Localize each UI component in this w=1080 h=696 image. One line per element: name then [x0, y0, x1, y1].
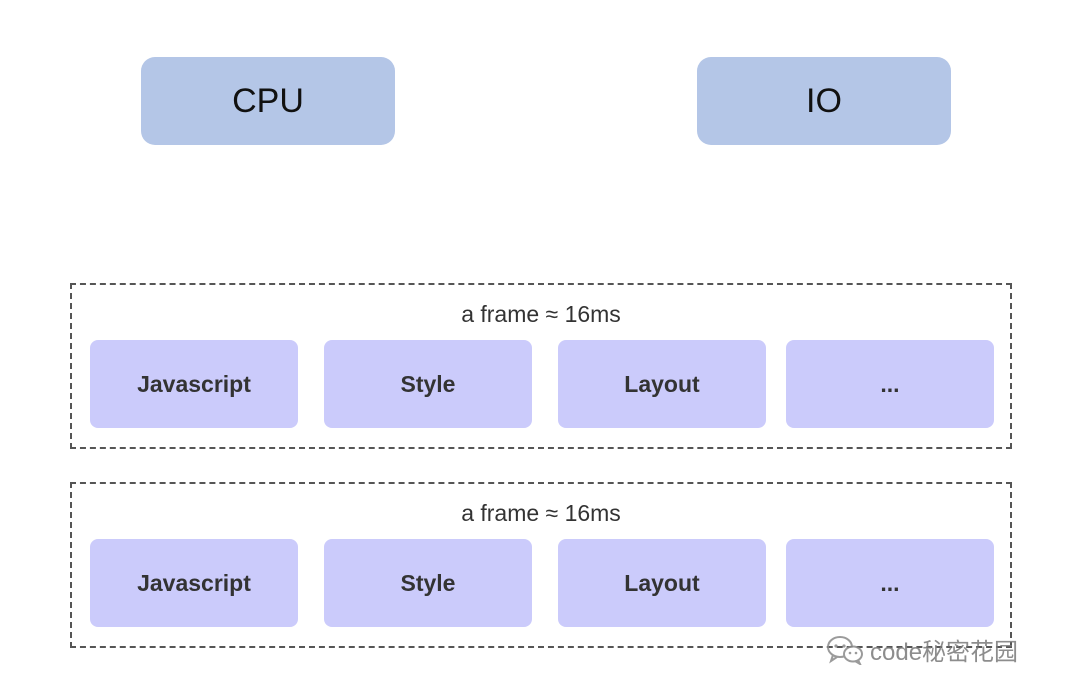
- cpu-box: CPU: [141, 57, 395, 145]
- io-label: IO: [806, 81, 842, 120]
- stage-label: ...: [880, 569, 900, 596]
- frame-group: a frame ≈ 16ms Javascript Style Layout .…: [70, 283, 1012, 449]
- frame-label: a frame ≈ 16ms: [461, 301, 621, 327]
- stage-more: ...: [786, 340, 994, 428]
- stage-javascript: Javascript: [90, 539, 298, 627]
- stage-label: Layout: [624, 569, 700, 596]
- io-box: IO: [697, 57, 951, 145]
- stage-style: Style: [324, 539, 532, 627]
- stage-label: Javascript: [137, 569, 251, 596]
- stage-label: Style: [400, 569, 456, 596]
- stage-more: ...: [786, 539, 994, 627]
- stage-layout: Layout: [558, 539, 766, 627]
- stage-label: Style: [400, 370, 456, 397]
- watermark-text: code秘密花园: [870, 639, 1019, 666]
- stage-javascript: Javascript: [90, 340, 298, 428]
- stage-layout: Layout: [558, 340, 766, 428]
- stage-label: Javascript: [137, 370, 251, 397]
- wechat-icon: [826, 635, 864, 665]
- frame-label: a frame ≈ 16ms: [461, 500, 621, 526]
- stage-style: Style: [324, 340, 532, 428]
- stage-label: ...: [880, 370, 900, 397]
- cpu-label: CPU: [232, 81, 304, 120]
- watermark: code秘密花园: [826, 632, 1018, 667]
- stage-label: Layout: [624, 370, 700, 397]
- frame-group: a frame ≈ 16ms Javascript Style Layout .…: [70, 482, 1012, 648]
